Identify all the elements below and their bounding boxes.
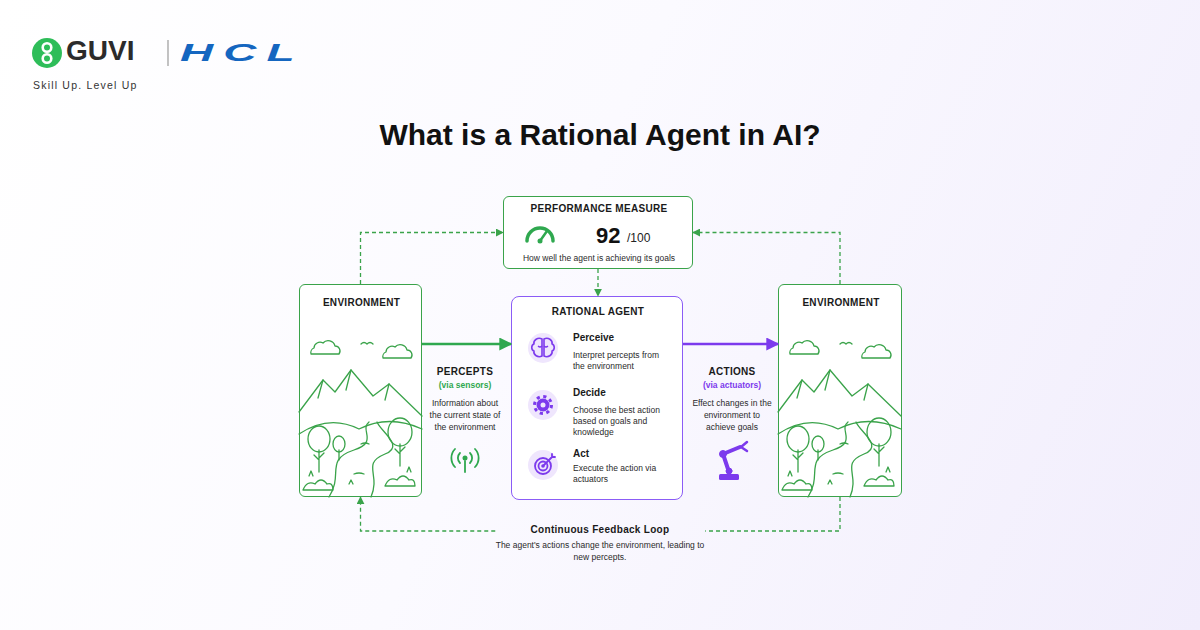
antenna-stem xyxy=(464,461,466,472)
logo-glyph xyxy=(43,54,52,63)
brand-tagline: Skill Up. Level Up xyxy=(33,79,137,92)
metric-box: PERFORMANCE MEASURE 92/100How well the ag… xyxy=(503,196,693,269)
score-value: 92 xyxy=(596,224,620,248)
brain-lobe xyxy=(544,338,554,356)
box-description: Choose the best action based on goals an… xyxy=(573,405,668,438)
landscape-illustration xyxy=(299,341,422,497)
logo-badge xyxy=(32,38,62,68)
icon-badge xyxy=(528,390,558,420)
target-dart xyxy=(543,454,555,466)
antenna-core xyxy=(463,456,468,461)
diagram-title: What is a Rational Agent in AI? xyxy=(0,117,1200,153)
box-heading: ENVIRONMENT xyxy=(779,297,903,309)
environment-box: ENVIRONMENT xyxy=(778,284,902,497)
gauge-needle xyxy=(540,231,547,241)
feedback-arrow xyxy=(361,497,841,531)
channel-note: (via actuators) xyxy=(692,380,772,391)
icon-badge xyxy=(528,450,558,480)
logo-separator xyxy=(167,40,168,66)
box-description: Interpret percepts from the environment xyxy=(573,350,668,372)
feedback-arrow xyxy=(597,269,598,296)
gauge-icon xyxy=(527,228,553,244)
signal-wave xyxy=(470,449,479,467)
loop-description: The agent's actions change the environme… xyxy=(490,539,710,563)
environment-box: ENVIRONMENT xyxy=(299,284,422,497)
box-heading: PERFORMANCE MEASURE xyxy=(504,203,694,215)
channel-description: Information about the current state of t… xyxy=(425,397,505,433)
box-description: How well the agent is achieving its goal… xyxy=(504,253,694,264)
target-icon xyxy=(528,450,558,480)
arm-joint xyxy=(726,468,732,474)
robot-arm-icon xyxy=(719,442,747,480)
feedback-arrow xyxy=(693,233,840,285)
brand-name: GUVI xyxy=(66,34,134,68)
step-title: Act xyxy=(573,448,589,460)
score-scale: /100 xyxy=(627,231,650,245)
gear-body xyxy=(537,399,550,412)
gear-icon xyxy=(528,390,558,420)
arm-claw xyxy=(741,442,747,451)
step-title: Decide xyxy=(573,387,606,399)
box-heading: RATIONAL AGENT xyxy=(512,306,684,318)
target-ring xyxy=(539,462,548,471)
edge-label: Continuous Feedback Loop xyxy=(500,524,700,536)
target-center xyxy=(541,464,545,468)
logo-glyph xyxy=(43,43,52,52)
landscape-illustration xyxy=(778,341,901,497)
flow-arrow xyxy=(683,343,778,346)
box-description: Execute the action via actuators xyxy=(573,463,665,485)
channel-note: (via sensors) xyxy=(425,380,505,391)
gear-teeth xyxy=(535,397,552,414)
brain-lobe xyxy=(532,338,542,356)
signal-wave xyxy=(451,449,460,467)
step-title: Perceive xyxy=(573,332,614,344)
arm-joint xyxy=(720,451,727,458)
brain-icon xyxy=(528,333,558,363)
arm-base xyxy=(719,474,739,480)
flow-arrow xyxy=(422,343,511,346)
arm-segment xyxy=(723,447,740,454)
brain-fold xyxy=(538,346,548,347)
gauge-pivot xyxy=(538,239,543,244)
channel-description: Effect changes in the environment to ach… xyxy=(692,397,772,433)
icon-badge xyxy=(528,333,558,363)
edge-label: PERCEPTS xyxy=(425,366,505,378)
gear-hole xyxy=(541,403,546,408)
gauge-arc xyxy=(527,228,553,241)
agent-box: RATIONAL AGENT PerceiveInterpret percepts… xyxy=(511,296,683,500)
antenna-icon xyxy=(451,449,478,472)
brand-logo xyxy=(32,38,168,68)
feedback-arrow xyxy=(361,233,504,285)
box-heading: ENVIRONMENT xyxy=(300,297,423,309)
brand-name: HCL xyxy=(180,40,305,66)
arm-segment xyxy=(723,454,729,472)
edge-label: ACTIONS xyxy=(692,366,772,378)
target-ring xyxy=(535,458,551,474)
